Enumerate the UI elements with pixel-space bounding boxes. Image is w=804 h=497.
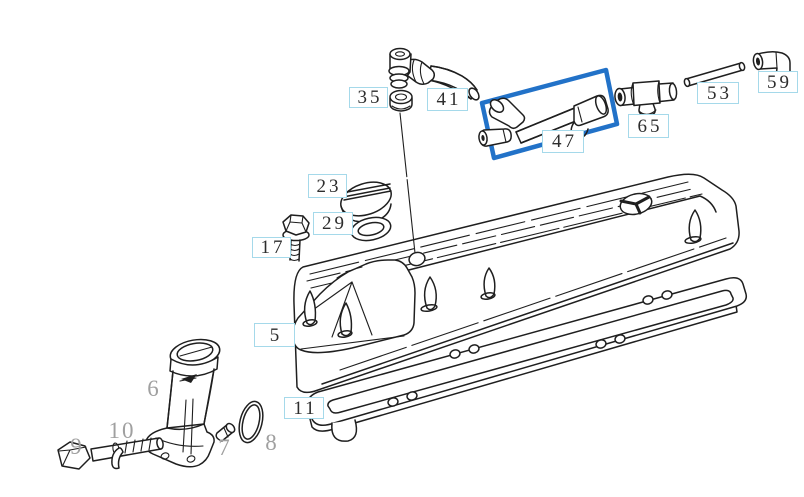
part-drawing-bolt-9 bbox=[57, 437, 164, 470]
part-callout-5[interactable]: 5 bbox=[254, 323, 295, 347]
part-callout-65[interactable]: 65 bbox=[628, 114, 669, 138]
part-callout-35[interactable]: 35 bbox=[349, 87, 388, 108]
part-callout-11[interactable]: 11 bbox=[284, 397, 324, 419]
part-drawing-seal-ring bbox=[350, 216, 392, 242]
part-drawing-bolt-17 bbox=[282, 214, 310, 262]
part-callout-53[interactable]: 53 bbox=[697, 82, 739, 104]
part-drawing-clip-10 bbox=[111, 447, 124, 470]
part-drawing-end-cover bbox=[292, 259, 416, 354]
part-callout-41[interactable]: 41 bbox=[427, 88, 468, 111]
leader-line-35 bbox=[399, 112, 416, 254]
part-callout-29[interactable]: 29 bbox=[313, 212, 353, 235]
part-drawing-pipe bbox=[683, 61, 746, 88]
part-callout-47[interactable]: 47 bbox=[542, 130, 584, 153]
part-callout-10: 10 bbox=[108, 417, 136, 443]
part-drawing-grommet bbox=[389, 89, 413, 112]
part-callout-8: 8 bbox=[265, 429, 279, 455]
part-callout-23[interactable]: 23 bbox=[308, 174, 347, 198]
part-drawing-gasket bbox=[306, 277, 748, 442]
part-drawing-pin-7 bbox=[215, 422, 236, 442]
part-callout-7: 7 bbox=[218, 434, 232, 460]
part-callout-6: 6 bbox=[147, 375, 161, 401]
part-drawing-vent-tube bbox=[478, 94, 609, 147]
part-callout-59[interactable]: 59 bbox=[758, 71, 798, 93]
part-callout-9: 9 bbox=[70, 433, 84, 459]
part-callout-17[interactable]: 17 bbox=[252, 237, 291, 258]
part-drawing-oring-8 bbox=[238, 400, 264, 444]
